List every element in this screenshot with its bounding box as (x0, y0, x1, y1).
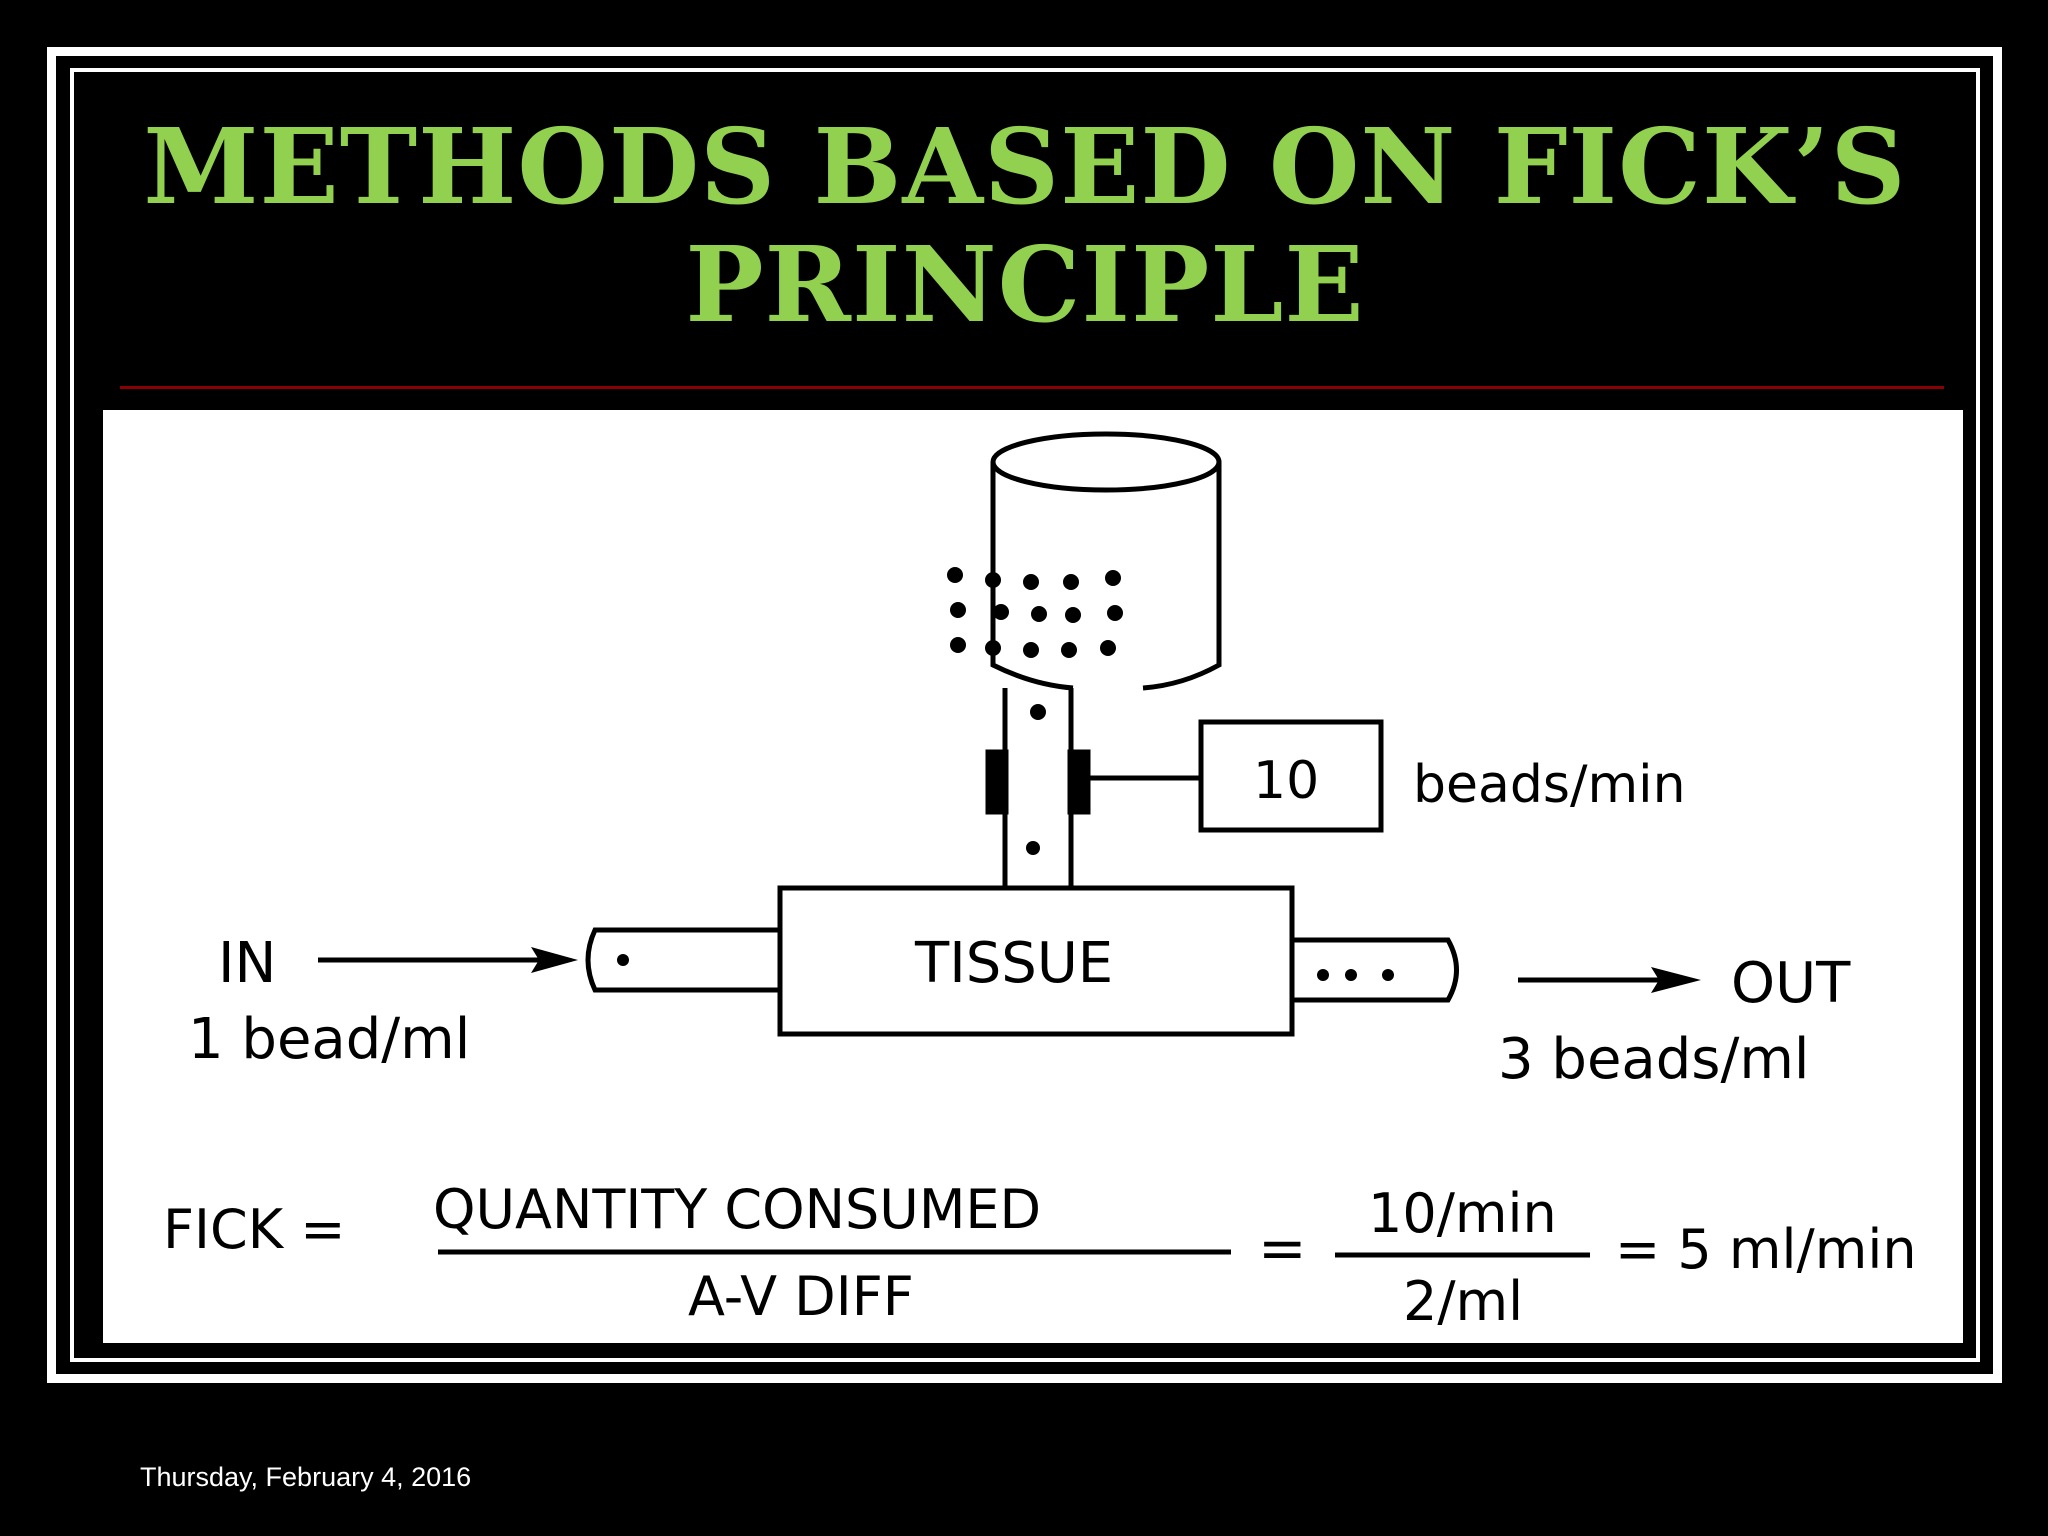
tissue-box (777, 885, 1295, 1037)
bead-dot (993, 604, 1009, 620)
bead-dot (1031, 606, 1047, 622)
inflow-arrowhead (531, 947, 578, 973)
bead-dot (950, 602, 966, 618)
bead-dot (950, 637, 966, 653)
bead-reservoir (990, 431, 1222, 691)
bead-dot (985, 572, 1001, 588)
formula-lhs: FICK = (163, 1198, 346, 1261)
outflow-arrowhead (1651, 967, 1701, 993)
bead-dot (947, 567, 963, 583)
inflow-label: IN (218, 931, 276, 996)
tissue-label: TISSUE (914, 931, 1113, 996)
pump-rate-unit: beads/min (1413, 755, 1686, 815)
inflow-concentration: 1 bead/ml (188, 1007, 470, 1072)
slide-title: METHODS BASED ON FICK’S PRINCIPLE (100, 108, 1950, 344)
formula-denominator: A-V DIFF (688, 1265, 914, 1328)
formula-result: = 5 ml/min (1615, 1218, 1917, 1281)
bead-dot (985, 640, 1001, 656)
outflow-label: OUT (1731, 951, 1851, 1016)
bead-dot (1023, 574, 1039, 590)
slide-title-line2: PRINCIPLE (685, 223, 1365, 346)
bead-dot (617, 954, 629, 966)
bead-dot (1026, 841, 1040, 855)
bead-dot (1063, 574, 1079, 590)
bead-dot (1100, 640, 1116, 656)
value-denominator: 2/ml (1403, 1270, 1523, 1333)
bead-dot (1030, 704, 1046, 720)
outflow-tube (1292, 937, 1459, 1003)
formula-numerator: QUANTITY CONSUMED (433, 1178, 1041, 1241)
slide-inner-frame (70, 68, 1980, 1362)
bead-dot (1317, 969, 1329, 981)
bead-dot (1345, 969, 1357, 981)
inflow-tube (585, 927, 780, 993)
bead-dot (1061, 642, 1077, 658)
value-numerator: 10/min (1368, 1182, 1557, 1245)
bead-dot (1105, 570, 1121, 586)
slide-title-line1: METHODS BASED ON FICK’S (143, 105, 1907, 228)
pump-rate-value: 10 (1253, 751, 1319, 811)
bead-dot (1382, 969, 1394, 981)
fick-diagram: 10 beads/min TISSUE IN 1 bead/ml OUT 3 b… (103, 410, 1963, 1343)
bead-dot (1107, 605, 1123, 621)
bead-dot (1065, 607, 1081, 623)
slide-outer-frame (47, 47, 2002, 1383)
pump-clamp-left (985, 749, 1009, 815)
bead-dot (1023, 642, 1039, 658)
outflow-concentration: 3 beads/ml (1498, 1027, 1809, 1092)
title-divider (120, 386, 1944, 389)
formula-equals: = (1258, 1214, 1307, 1282)
footer-date: Thursday, February 4, 2016 (140, 1462, 472, 1492)
pump-clamp-right (1067, 749, 1091, 815)
pump-rate-box (1198, 719, 1384, 833)
